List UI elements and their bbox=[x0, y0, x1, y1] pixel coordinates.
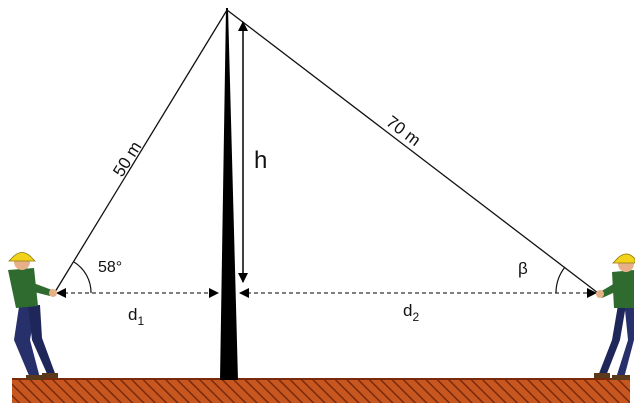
right-rope bbox=[226, 9, 599, 294]
right-worker bbox=[594, 253, 635, 380]
left-angle-label: 58° bbox=[98, 259, 122, 276]
d1-subscript: 1 bbox=[137, 314, 144, 328]
left-angle-arc bbox=[73, 261, 92, 294]
right-angle-arc bbox=[555, 266, 566, 294]
height-label: h bbox=[254, 147, 267, 174]
d2-subscript: 2 bbox=[412, 310, 419, 324]
d2-main: d bbox=[403, 301, 412, 320]
ground bbox=[12, 379, 630, 403]
left-worker bbox=[8, 252, 58, 380]
d1-main: d bbox=[128, 305, 137, 324]
d1-label: d1 bbox=[128, 305, 144, 328]
left-rope bbox=[54, 9, 228, 293]
right-angle-label: β bbox=[518, 259, 528, 278]
left-rope-label: 50 m bbox=[109, 138, 145, 180]
pole bbox=[220, 8, 238, 380]
d2-label: d2 bbox=[403, 301, 419, 324]
